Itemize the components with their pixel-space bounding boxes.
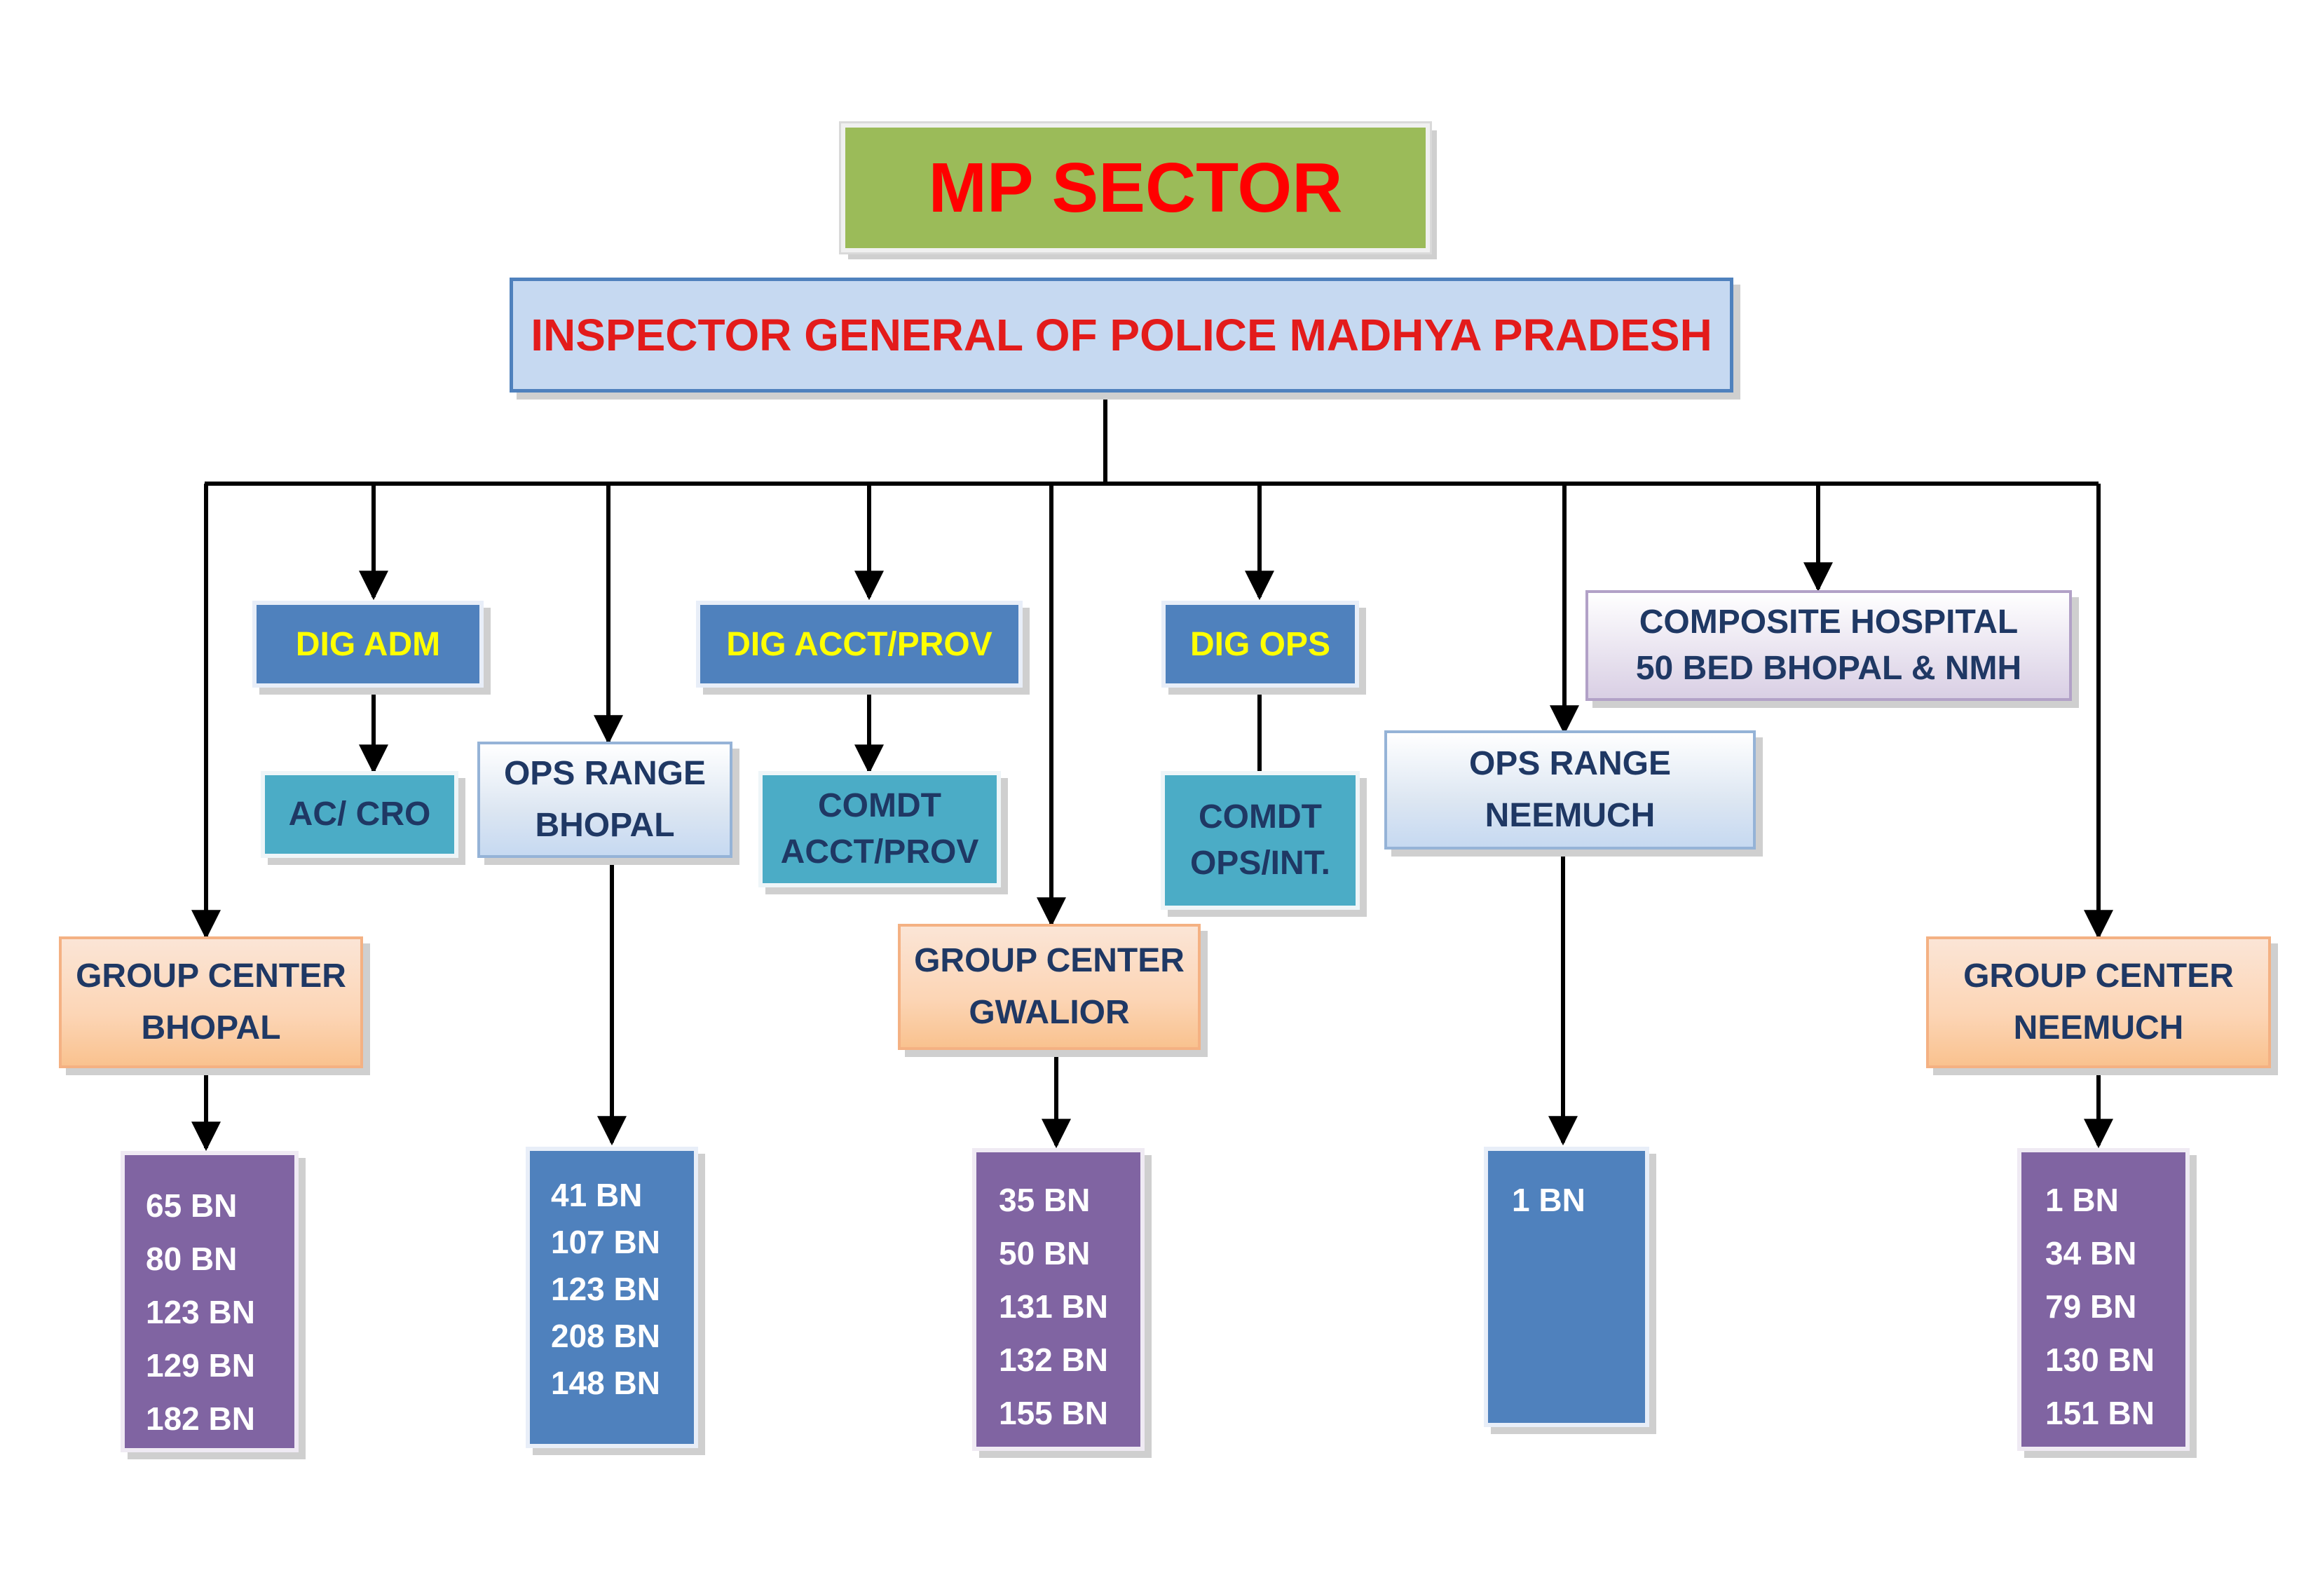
battalion-item: 182 BN (146, 1400, 255, 1437)
dig-ops-label: DIG OPS (1189, 625, 1331, 663)
battalion-list-gc-gwalior: 35 BN 50 BN 131 BN 132 BN 155 BN (972, 1148, 1145, 1451)
gc-gwalior-line-2: GWALIOR (969, 994, 1130, 1031)
battalion-item: 148 BN (551, 1365, 660, 1401)
gc-neemuch-line-1: GROUP CENTER (1963, 957, 2234, 995)
title-box: MP SECTOR (839, 121, 1432, 254)
hospital-line-1: COMPOSITE HOSPITAL (1639, 603, 2019, 641)
hospital-line-2: 50 BED BHOPAL & NMH (1635, 650, 2022, 687)
dig-ops-box: DIG OPS (1161, 601, 1359, 688)
battalion-item: 1 BN (1512, 1182, 1585, 1218)
ops-range-bhopal-line-2: BHOPAL (535, 807, 675, 844)
dig-adm-label: DIG ADM (295, 625, 441, 663)
battalion-item: 35 BN (999, 1182, 1091, 1218)
comdt-acct-prov-box: COMDT ACCT/PROV (758, 771, 1001, 887)
group-center-gwalior-box: GROUP CENTER GWALIOR (898, 924, 1201, 1050)
battalion-list-gc-bhopal: 65 BN 80 BN 123 BN 129 BN 182 BN (121, 1151, 299, 1452)
battalion-item: 130 BN (2045, 1342, 2155, 1378)
battalion-item: 107 BN (551, 1224, 660, 1260)
battalion-item: 151 BN (2045, 1395, 2155, 1431)
battalion-item: 208 BN (551, 1318, 660, 1354)
comdt-ops-int-box: COMDT OPS/INT. (1161, 771, 1360, 910)
inspector-general-box: INSPECTOR GENERAL OF POLICE MADHYA PRADE… (510, 278, 1733, 393)
battalion-list-ops-bhopal: 41 BN 107 BN 123 BN 208 BN 148 BN (526, 1147, 698, 1448)
gc-gwalior-line-1: GROUP CENTER (914, 942, 1185, 979)
battalion-item: 80 BN (146, 1241, 238, 1277)
ops-range-neemuch-box: OPS RANGE NEEMUCH (1384, 730, 1756, 850)
battalion-item: 155 BN (999, 1395, 1108, 1431)
ops-range-neemuch-line-2: NEEMUCH (1485, 797, 1656, 834)
battalion-item: 123 BN (146, 1294, 255, 1330)
gc-neemuch-line-2: NEEMUCH (2013, 1009, 2184, 1046)
battalion-item: 34 BN (2045, 1235, 2137, 1271)
ops-range-bhopal-box: OPS RANGE BHOPAL (477, 742, 732, 858)
battalion-item: 132 BN (999, 1342, 1108, 1378)
battalion-item: 1 BN (2045, 1182, 2119, 1218)
group-center-bhopal-box: GROUP CENTER BHOPAL (59, 936, 363, 1068)
comdt-acct-line-1: COMDT (818, 787, 941, 824)
page-title: MP SECTOR (928, 148, 1343, 227)
composite-hospital-box: COMPOSITE HOSPITAL 50 BED BHOPAL & NMH (1585, 590, 2072, 701)
ops-range-neemuch-line-1: OPS RANGE (1468, 745, 1672, 782)
comdt-ops-line-1: COMDT (1199, 798, 1322, 835)
group-center-neemuch-box: GROUP CENTER NEEMUCH (1926, 936, 2271, 1068)
dig-acct-prov-label: DIG ACCT/PROV (726, 625, 992, 663)
battalion-list-gc-neemuch: 1 BN 34 BN 79 BN 130 BN 151 BN (2017, 1148, 2190, 1451)
ac-cro-label: AC/ CRO (288, 796, 431, 833)
ops-range-bhopal-line-1: OPS RANGE (503, 755, 707, 792)
comdt-ops-line-2: OPS/INT. (1189, 845, 1331, 882)
dig-acct-prov-box: DIG ACCT/PROV (696, 601, 1023, 688)
inspector-general-label: INSPECTOR GENERAL OF POLICE MADHYA PRADE… (531, 310, 1712, 360)
gc-bhopal-line-2: BHOPAL (141, 1009, 281, 1046)
gc-bhopal-line-1: GROUP CENTER (76, 957, 346, 995)
battalion-item: 65 BN (146, 1187, 238, 1224)
dig-adm-box: DIG ADM (252, 601, 484, 688)
ac-cro-box: AC/ CRO (261, 771, 458, 858)
battalion-item: 129 BN (146, 1347, 255, 1384)
comdt-acct-line-2: ACCT/PROV (780, 833, 979, 871)
battalion-item: 50 BN (999, 1235, 1091, 1271)
battalion-item: 131 BN (999, 1288, 1108, 1325)
battalion-item: 41 BN (551, 1177, 643, 1213)
battalion-item: 79 BN (2045, 1288, 2137, 1325)
battalion-list-ops-neemuch: 1 BN (1484, 1147, 1649, 1427)
battalion-item: 123 BN (551, 1271, 660, 1307)
